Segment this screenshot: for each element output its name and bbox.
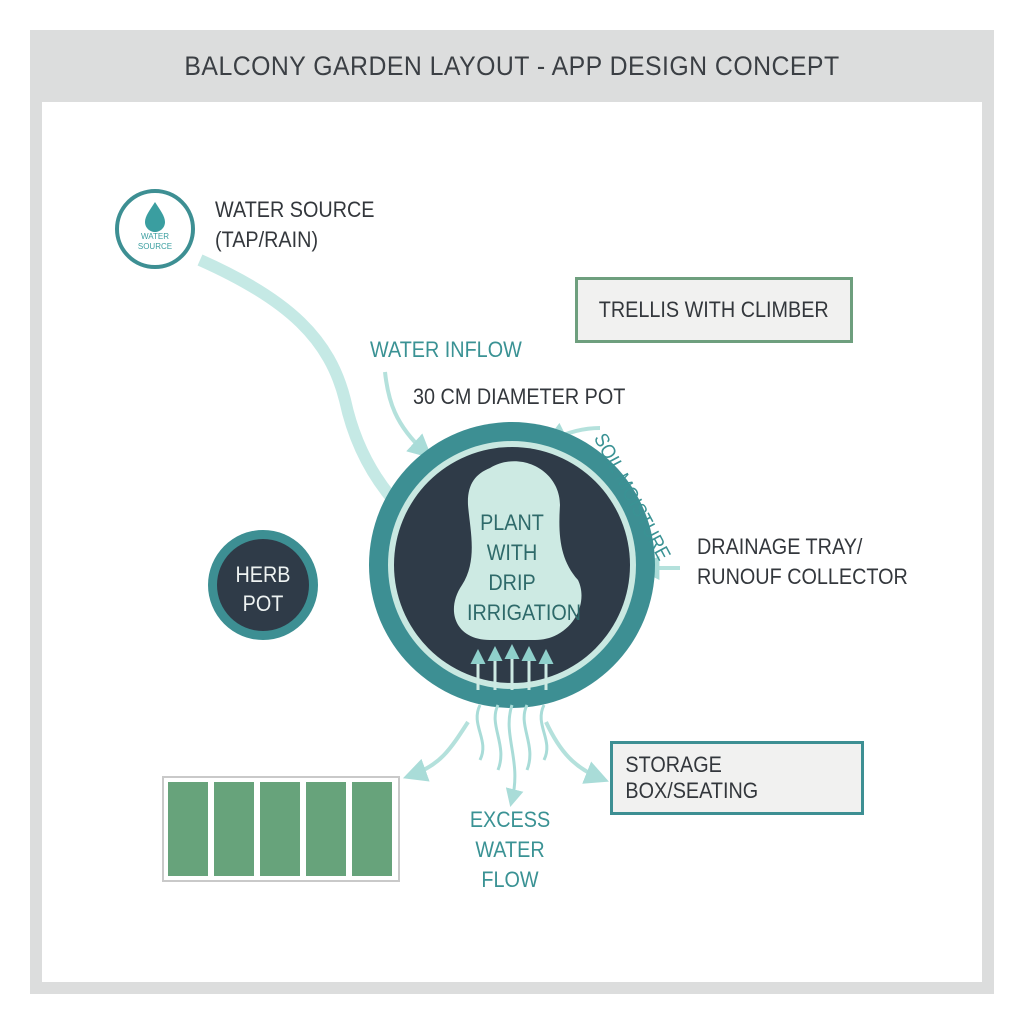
water-source-node[interactable] xyxy=(115,189,195,269)
excess-water-label: EXCESS WATER FLOW xyxy=(469,807,551,892)
plant-label: PLANT WITH DRIP IRRIGATION xyxy=(467,510,582,625)
storage-label: STORAGE BOX/SEATING xyxy=(625,752,759,803)
trellis-box[interactable]: TRELLIS WITH CLIMBER xyxy=(575,277,853,343)
herb-pot-label: HERB POT xyxy=(235,562,291,616)
herb-pot[interactable] xyxy=(208,530,318,640)
water-inflow-label: WATER INFLOW xyxy=(370,337,522,362)
raised-bed[interactable] xyxy=(162,776,400,882)
drip-arrows xyxy=(470,644,554,690)
storage-box[interactable]: STORAGE BOX/SEATING xyxy=(610,741,864,815)
water-drop-icon xyxy=(145,202,165,232)
water-inflow-pointer xyxy=(383,371,433,459)
plant-shape[interactable] xyxy=(453,461,582,640)
page-title: BALCONY GARDEN LAYOUT - APP DESIGN CONCE… xyxy=(184,50,840,81)
excess-right-arrow xyxy=(544,721,609,784)
excess-left-arrow xyxy=(402,720,470,782)
excess-water-lines xyxy=(475,704,549,807)
pot-size-label: 30 CM DIAMETER POT xyxy=(413,384,626,409)
water-source-label: WATER SOURCE (TAP/RAIN) xyxy=(215,197,375,252)
drainage-label: DRAINAGE TRAY/ RUNOUF COLLECTOR xyxy=(697,534,908,589)
water-source-icon-label: WATER SOURCE xyxy=(137,232,173,251)
trellis-label: TRELLIS WITH CLIMBER xyxy=(599,297,829,322)
